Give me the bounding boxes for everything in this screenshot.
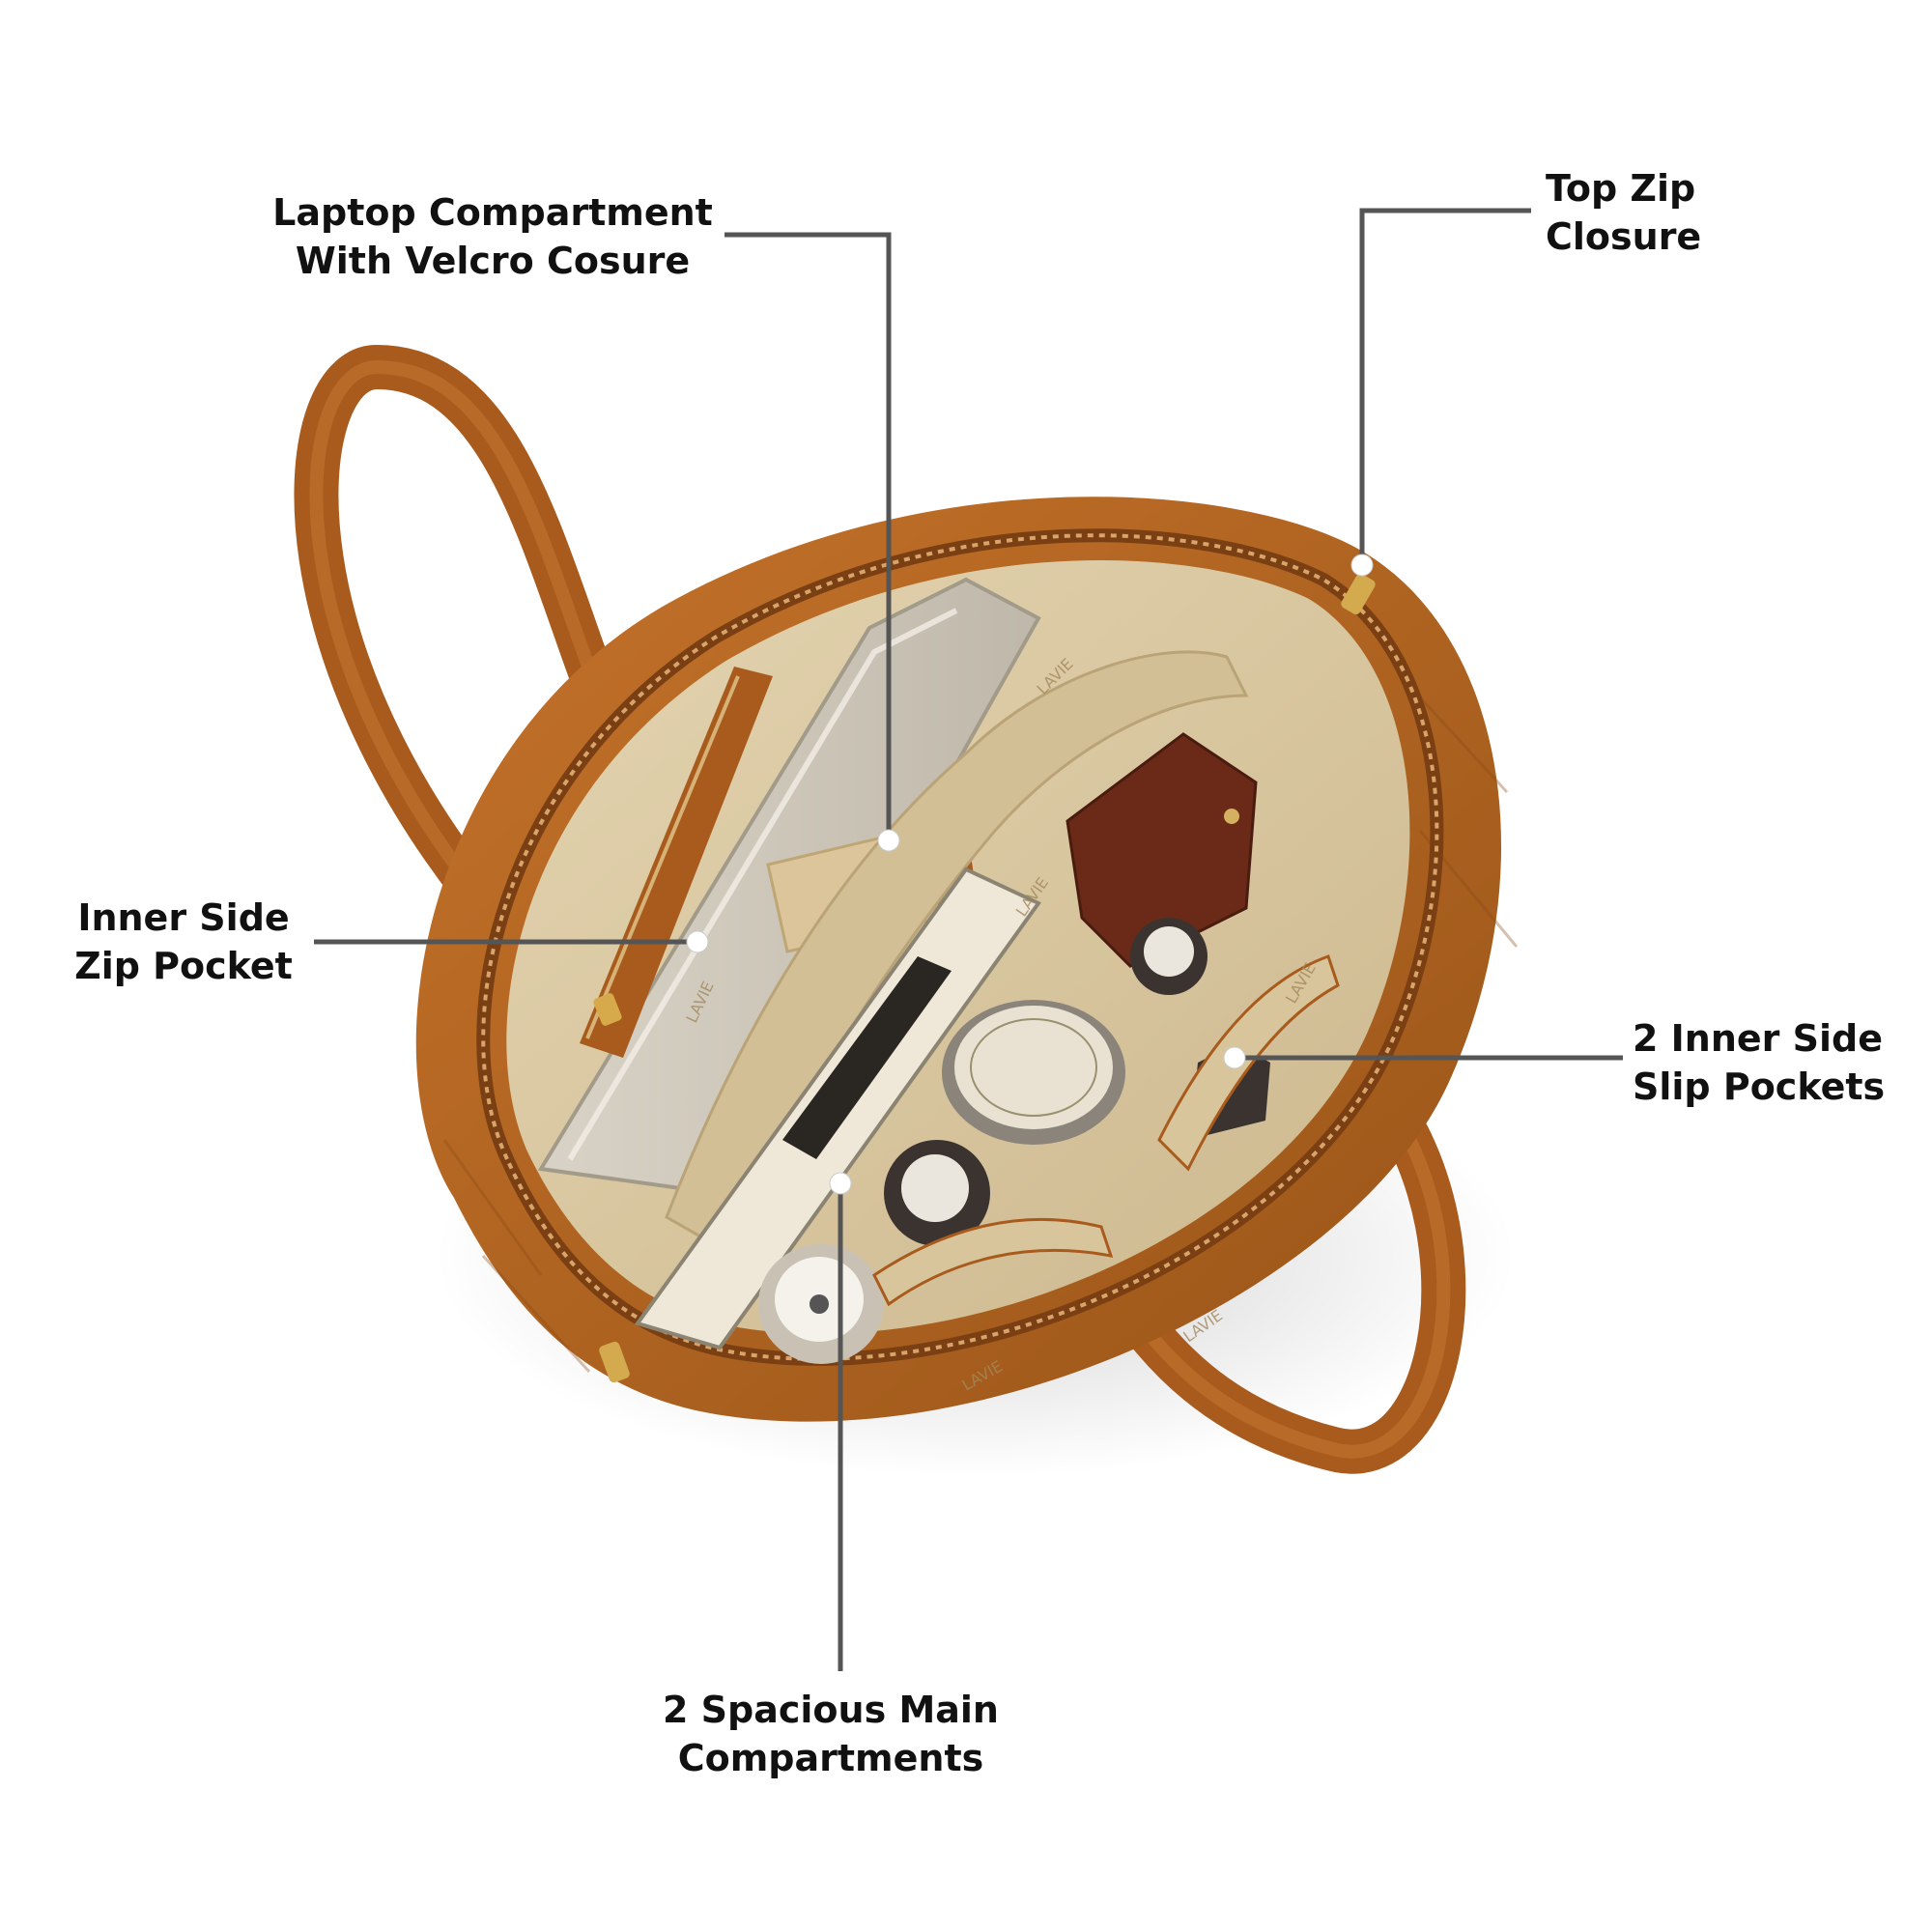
- callout-top-zip-line1: Top Zip: [1546, 167, 1696, 210]
- bottom-zip-puller-icon: [599, 1341, 630, 1383]
- dot-main: [829, 1172, 852, 1195]
- callout-laptop-line1: Laptop Compartment: [272, 191, 713, 234]
- callout-main-compartments: 2 Spacious Main Compartments: [657, 1686, 1005, 1782]
- callout-top-zip-closure: Top Zip Closure: [1546, 164, 1758, 261]
- callout-inner-zip-line2: Zip Pocket: [74, 945, 293, 987]
- compartment-divider: [665, 650, 1249, 1259]
- callout-inner-zip-line1: Inner Side: [77, 896, 290, 939]
- slip-pocket-2: [872, 1217, 1114, 1307]
- callout-slip-line2: Slip Pockets: [1633, 1065, 1886, 1108]
- callout-inner-side-zip-pocket: Inner Side Zip Pocket: [68, 894, 299, 990]
- zip-puller-icon: [593, 993, 622, 1026]
- leader-top-zip: [1359, 208, 1531, 565]
- callout-top-zip-line2: Closure: [1546, 215, 1702, 258]
- callout-main-line2: Compartments: [677, 1737, 984, 1779]
- callout-main-line1: 2 Spacious Main: [663, 1689, 999, 1731]
- zip-teeth: [481, 533, 1439, 1361]
- callout-slip-line1: 2 Inner Side: [1633, 1017, 1884, 1060]
- callout-laptop-line2: With Velcro Cosure: [295, 240, 691, 282]
- callout-laptop-compartment: Laptop Compartment With Velcro Cosure: [270, 188, 715, 285]
- leader-lines: [314, 208, 1623, 1671]
- wallet-clasp-icon: [1224, 809, 1239, 824]
- callout-dots: [686, 554, 1374, 1195]
- leader-laptop: [724, 232, 892, 840]
- top-zip-puller-icon: [1341, 574, 1376, 614]
- inner-zip-pocket-trim: [580, 667, 773, 1058]
- notebook-band: [782, 956, 952, 1159]
- slip-pocket: [1157, 954, 1340, 1172]
- callout-inner-side-slip-pockets: 2 Inner Side Slip Pockets: [1633, 1014, 1903, 1111]
- dot-slip: [1223, 1046, 1246, 1069]
- wallet: [1065, 732, 1258, 968]
- dot-top-zip: [1350, 554, 1374, 577]
- dot-inner-zip: [686, 930, 709, 953]
- dot-laptop: [877, 829, 900, 852]
